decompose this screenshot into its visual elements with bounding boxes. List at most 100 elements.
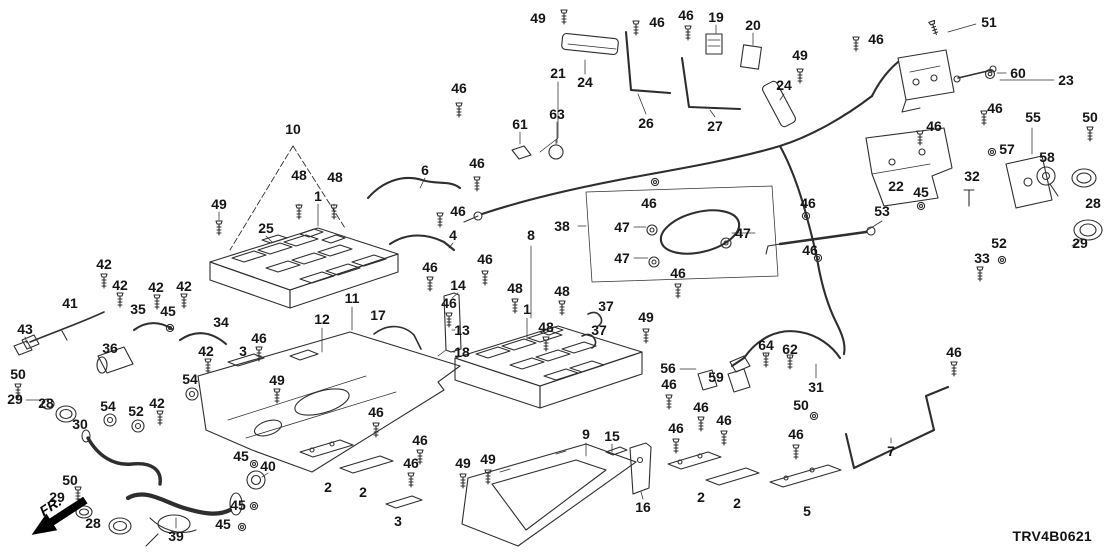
part-callout-9: 9	[582, 426, 590, 442]
part-13-18-strip	[437, 292, 462, 357]
part-callout-6: 6	[421, 162, 429, 178]
part-30-hose	[81, 429, 162, 486]
part-callout-42: 42	[148, 279, 164, 295]
part-callout-46: 46	[412, 432, 428, 448]
part-callout-57: 57	[999, 141, 1015, 157]
part-callout-46: 46	[477, 251, 493, 267]
part-callout-16: 16	[635, 499, 651, 515]
part-callout-46: 46	[251, 330, 267, 346]
part-callout-49: 49	[211, 196, 227, 212]
part-callout-34: 34	[213, 314, 229, 330]
part-callout-32: 32	[964, 168, 980, 184]
part-callout-50: 50	[793, 397, 809, 413]
part-callout-48: 48	[327, 169, 343, 185]
part-callout-47: 47	[735, 225, 751, 241]
part-callout-42: 42	[112, 277, 128, 293]
part-callout-1: 1	[314, 188, 322, 204]
part-callout-54: 54	[182, 371, 198, 387]
part-15-bracket	[605, 446, 628, 456]
part-53-rod	[765, 220, 883, 255]
part-callout-23: 23	[1058, 72, 1074, 88]
part-callout-46: 46	[802, 242, 818, 258]
part-callout-50: 50	[10, 366, 26, 382]
part-callout-18: 18	[454, 344, 470, 360]
part-callout-37: 37	[591, 322, 607, 338]
part-55-plate	[1005, 127, 1053, 209]
part-callout-3: 3	[394, 513, 402, 529]
part-callout-35: 35	[130, 301, 146, 317]
part-callout-46: 46	[450, 203, 466, 219]
part-callout-46: 46	[649, 14, 665, 30]
part-callout-46: 46	[926, 118, 942, 134]
part-callout-12: 12	[314, 311, 330, 327]
part-callout-21: 21	[550, 65, 566, 81]
part-callout-2: 2	[733, 495, 741, 511]
part-callout-15: 15	[604, 428, 620, 444]
part-callout-50: 50	[1082, 109, 1098, 125]
part-callout-45: 45	[160, 303, 176, 319]
part-callout-28: 28	[85, 515, 101, 531]
part-callout-39: 39	[168, 528, 184, 544]
part-17-bracket	[373, 325, 422, 350]
part-31-harness	[679, 330, 842, 393]
part-callout-42: 42	[198, 343, 214, 359]
part-callout-33: 33	[974, 250, 990, 266]
part-41-wire	[21, 311, 105, 350]
part-callout-45: 45	[230, 497, 246, 513]
part-callout-48: 48	[507, 280, 523, 296]
part-callout-48: 48	[538, 319, 554, 335]
part-3-stays	[227, 353, 423, 509]
part-40-ring	[246, 470, 269, 490]
part-callout-63: 63	[549, 106, 565, 122]
part-callout-48: 48	[554, 283, 570, 299]
part-callout-29: 29	[7, 391, 23, 407]
part-2-stays	[299, 439, 760, 486]
part-callout-41: 41	[62, 295, 78, 311]
part-61-63-clips	[511, 81, 564, 160]
part-22-bracket	[865, 127, 953, 207]
part-callout-29: 29	[49, 489, 65, 505]
part-23-link	[953, 65, 1055, 83]
part-callout-61: 61	[512, 116, 528, 132]
part-43-connector	[13, 336, 33, 356]
part-callout-49: 49	[269, 372, 285, 388]
part-callout-26: 26	[638, 115, 654, 131]
part-callout-52: 52	[128, 403, 144, 419]
part-callout-37: 37	[598, 298, 614, 314]
part-callout-48: 48	[291, 167, 307, 183]
diagram-code: TRV4B0621	[1012, 528, 1092, 544]
part-callout-42: 42	[176, 278, 192, 294]
part-callout-54: 54	[100, 398, 116, 414]
part-callout-24: 24	[776, 77, 792, 93]
part-callout-38: 38	[554, 218, 570, 234]
part-54-52-clamps	[103, 387, 199, 433]
part-callout-40: 40	[260, 458, 276, 474]
part-callout-30: 30	[72, 416, 88, 432]
part-callout-3: 3	[239, 343, 247, 359]
part-callout-42: 42	[96, 256, 112, 272]
part-callout-46: 46	[469, 155, 485, 171]
part-callout-46: 46	[693, 399, 709, 415]
part-callout-10: 10	[285, 121, 301, 137]
part-callout-47: 47	[614, 250, 630, 266]
part-callout-28: 28	[1085, 195, 1101, 211]
part-callout-31: 31	[808, 379, 824, 395]
part-callout-45: 45	[233, 448, 249, 464]
part-36-valve	[96, 346, 134, 374]
part-callout-56: 56	[660, 360, 676, 376]
part-callout-43: 43	[17, 321, 33, 337]
part-28-29-grommets-right	[1071, 168, 1103, 247]
part-callout-46: 46	[451, 80, 467, 96]
part-callout-8: 8	[527, 227, 535, 243]
part-callout-2: 2	[359, 484, 367, 500]
part-callout-55: 55	[1025, 109, 1041, 125]
part-callout-49: 49	[480, 451, 496, 467]
part-callout-62: 62	[782, 341, 798, 357]
part-7-rod	[844, 385, 950, 470]
part-callout-46: 46	[661, 376, 677, 392]
part-28-29-grommets-left	[25, 398, 132, 535]
part-callout-46: 46	[441, 295, 457, 311]
